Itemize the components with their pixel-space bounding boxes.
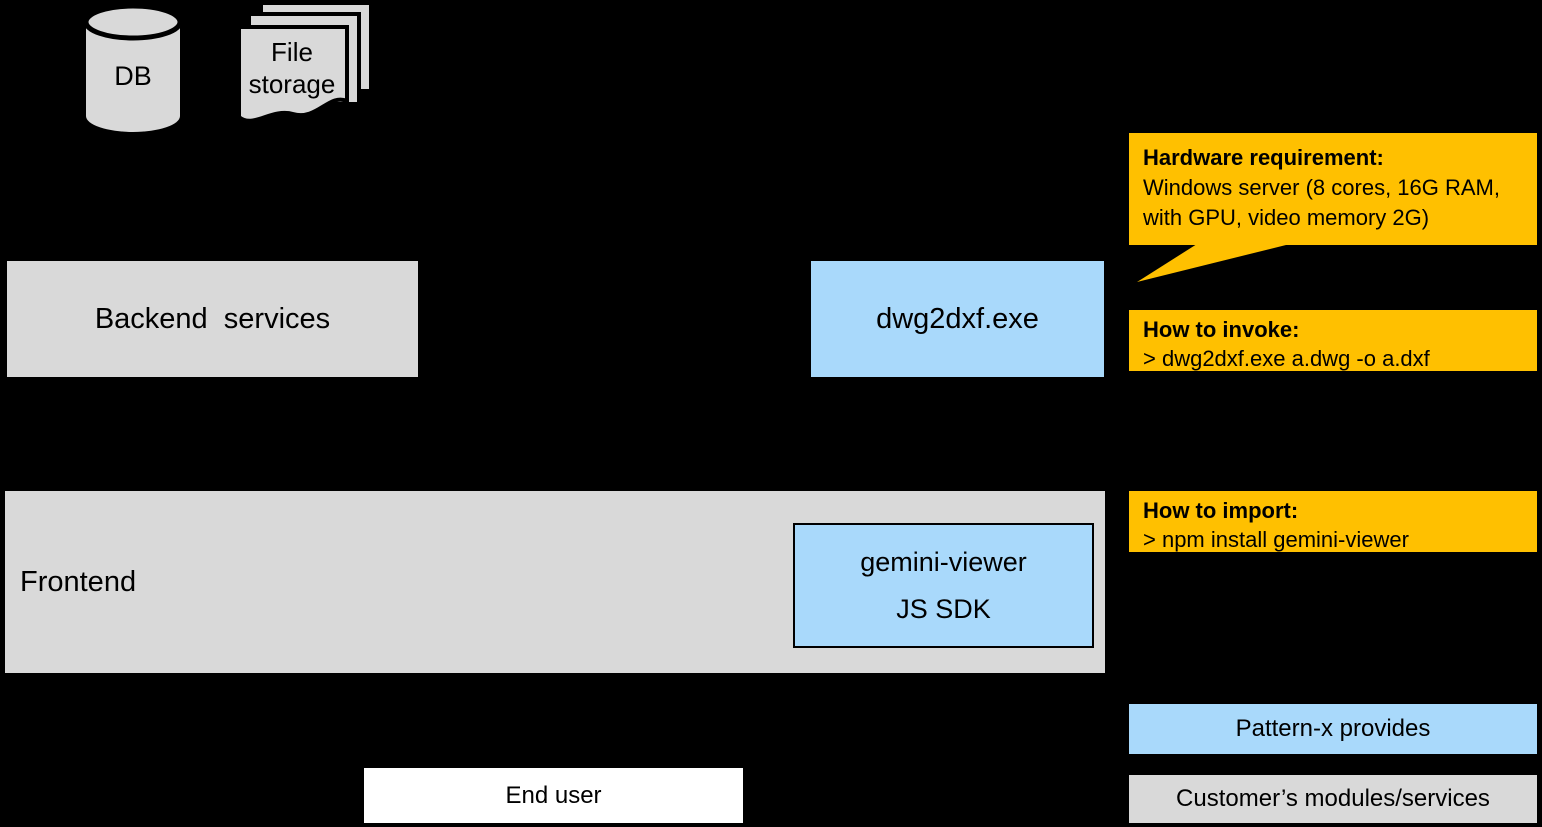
how-to-invoke-command: > dwg2dxf.exe a.dwg -o a.dxf (1143, 346, 1430, 371)
frontend-label: Frontend (20, 565, 137, 598)
callout-tail-shape (1137, 244, 1290, 282)
backend-services-label: Backend services (94, 302, 331, 335)
file-storage-pages-shape (237, 1, 373, 123)
how-to-import-note: How to import: > npm install gemini-view… (1129, 491, 1537, 552)
dwg2dxf-label: dwg2dxf.exe (876, 302, 1039, 335)
file-storage-icon: File storage (237, 1, 375, 136)
file-storage-label: File storage (248, 37, 336, 99)
how-to-import-command: > npm install gemini-viewer (1143, 527, 1409, 552)
hardware-requirement-title: Hardware requirement: (1143, 145, 1384, 170)
how-to-invoke-note: How to invoke: > dwg2dxf.exe a.dwg -o a.… (1129, 310, 1537, 371)
how-to-import-title: How to import: (1143, 498, 1299, 523)
end-user-box: End user (364, 768, 743, 823)
hardware-requirement-body: Windows server (8 cores, 16G RAM, with G… (1143, 175, 1500, 230)
gemini-viewer-label: gemini-viewer (860, 546, 1027, 577)
js-sdk-label: JS SDK (896, 593, 991, 624)
legend-pattern-x-label: Pattern-x provides (1235, 715, 1431, 742)
dwg2dxf-box: dwg2dxf.exe (811, 261, 1104, 377)
legend-customer-label: Customer’s modules/services (1176, 785, 1490, 812)
end-user-label: End user (505, 781, 602, 809)
database-cylinder-shape (83, 3, 183, 132)
how-to-invoke-title: How to invoke: (1143, 317, 1300, 342)
db-label: DB (114, 60, 152, 91)
legend-customer-modules: Customer’s modules/services (1129, 775, 1537, 823)
legend-pattern-x-provides: Pattern-x provides (1129, 704, 1537, 754)
hardware-requirement-callout: Hardware requirement: Windows server (8 … (1129, 133, 1537, 245)
backend-services-box: Backend services (7, 261, 418, 377)
gemini-viewer-sdk-box: gemini-viewer JS SDK (793, 523, 1094, 648)
database-icon: DB (83, 3, 183, 135)
